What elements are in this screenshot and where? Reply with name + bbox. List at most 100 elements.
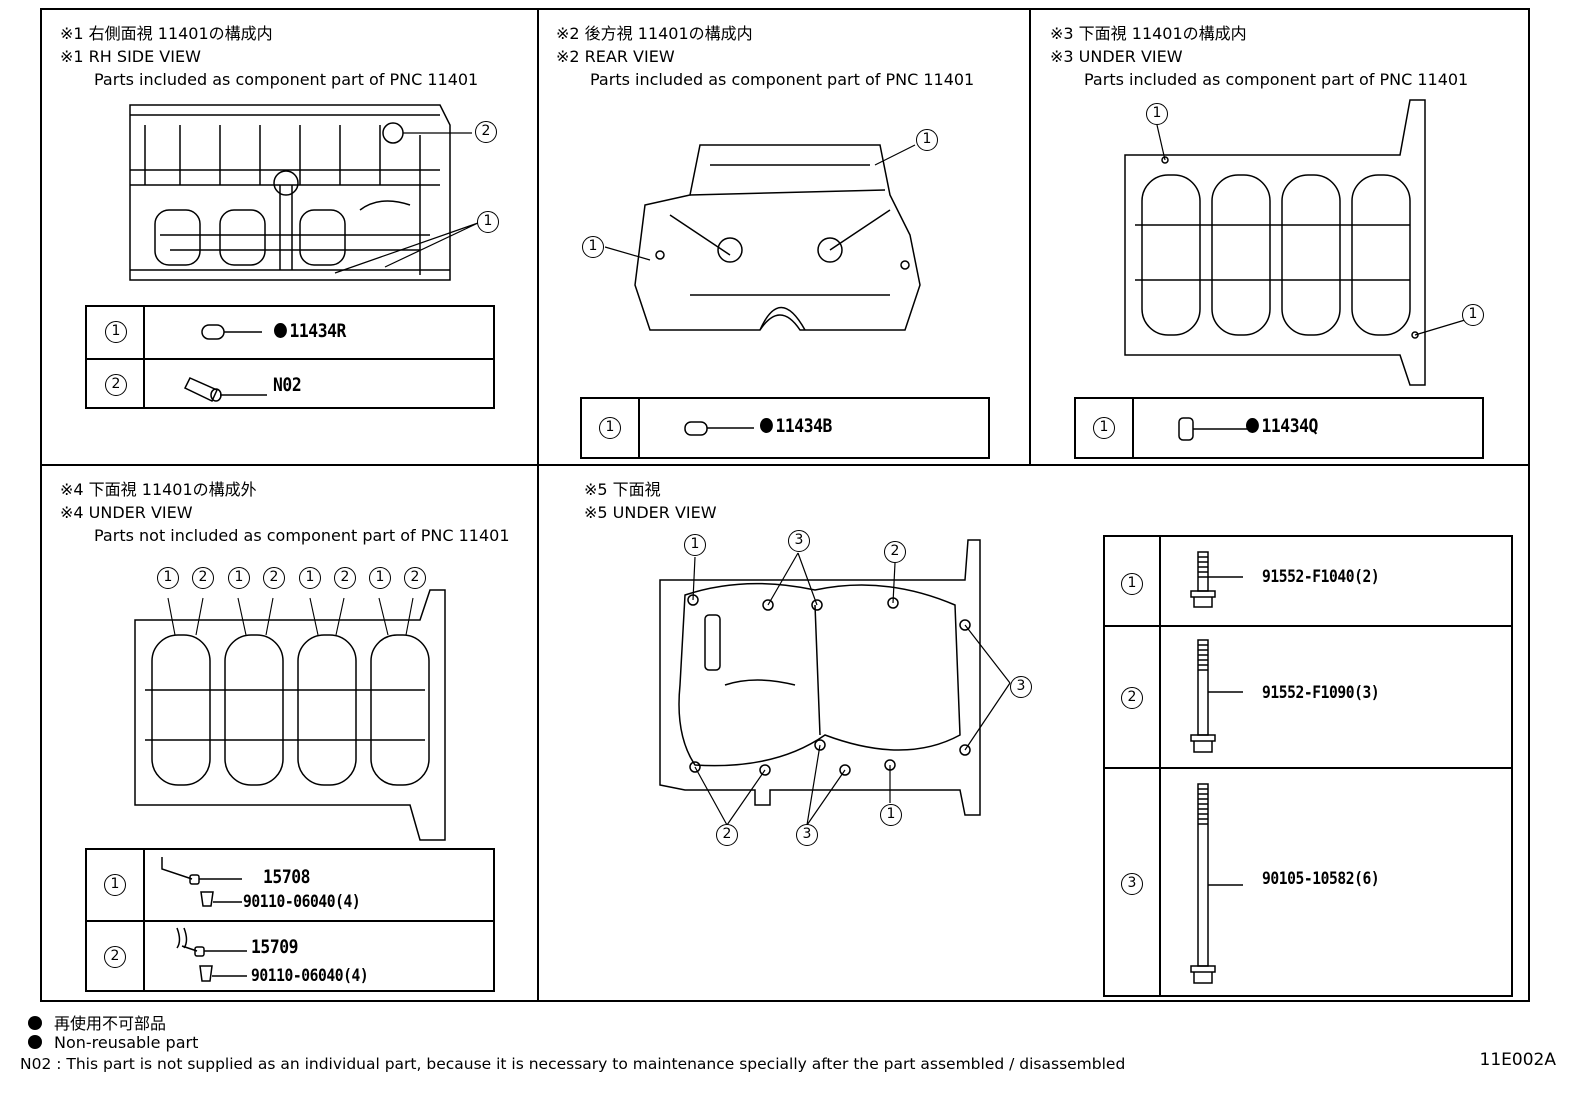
row-number: 1 — [1121, 573, 1143, 595]
p1-callout-2: 2 — [475, 121, 497, 143]
panel5-header: ※5 下面視 ※5 UNDER VIEW — [584, 478, 717, 524]
row-number: 2 — [104, 946, 126, 968]
divider-h1 — [40, 464, 1530, 466]
flange-bolt-icon — [1190, 639, 1243, 753]
row-number: 1 — [104, 874, 126, 896]
p2-callout-1a: 1 — [916, 129, 938, 151]
part-number: 90105-10582(6) — [1262, 869, 1380, 889]
panel3-parts-table: 1 11434Q — [1074, 397, 1484, 459]
under-view-jets-drawing — [134, 589, 446, 841]
part-number: N02 — [273, 374, 302, 396]
p4-callout-2: 2 — [192, 567, 214, 589]
p5-callout-2: 2 — [716, 824, 738, 846]
legend-jp: 再使用不可部品 — [28, 1010, 166, 1034]
panel2-header: ※2 後方視 11401の構成内 ※2 REAR VIEW Parts incl… — [556, 22, 974, 91]
pin-icon — [684, 421, 754, 436]
p3-callout-1a: 1 — [1146, 103, 1168, 125]
p4-callout-2: 2 — [404, 567, 426, 589]
p4-callout-1: 1 — [369, 567, 391, 589]
part-number: 11434Q — [1246, 415, 1318, 437]
rh-side-view-drawing — [129, 104, 479, 281]
p5-callout-2: 2 — [884, 541, 906, 563]
table-row: 1 15708 90110-06040(4) — [87, 850, 493, 920]
panel4-note: Parts not included as component part of … — [94, 526, 510, 545]
panel1-header: ※1 右側面視 11401の構成内 ※1 RH SIDE VIEW Parts … — [60, 22, 478, 91]
panel4-title-en: ※4 UNDER VIEW — [60, 503, 193, 522]
part-number: 91552-F1090(3) — [1262, 683, 1380, 703]
under-view-bolt-layout-drawing — [659, 539, 1011, 826]
pin-icon — [1178, 417, 1248, 441]
panel4-title-jp: ※4 下面視 11401の構成外 — [60, 480, 257, 499]
panel4-header: ※4 下面視 11401の構成外 ※4 UNDER VIEW Parts not… — [60, 478, 510, 547]
legend-en: Non-reusable part — [28, 1033, 198, 1052]
p3-callout-1b: 1 — [1462, 304, 1484, 326]
row-number: 1 — [105, 321, 127, 343]
panel2-parts-table: 1 11434B — [580, 397, 990, 459]
p4-callout-1: 1 — [157, 567, 179, 589]
rear-view-drawing — [604, 144, 921, 331]
panel2-title-en: ※2 REAR VIEW — [556, 47, 675, 66]
flange-bolt-icon — [1190, 551, 1243, 608]
part-number: 91552-F1040(2) — [1262, 567, 1380, 587]
non-reusable-dot — [760, 418, 773, 433]
row-number: 1 — [1093, 417, 1115, 439]
p2-callout-1b: 1 — [582, 236, 604, 258]
p4-callout-2: 2 — [263, 567, 285, 589]
table-row: 2 N02 — [87, 358, 493, 409]
pin-icon — [201, 324, 262, 340]
p4-callout-2: 2 — [334, 567, 356, 589]
non-reusable-dot — [28, 1016, 42, 1030]
diagram-frame — [40, 8, 1530, 1002]
sleeve-icon — [183, 377, 267, 403]
p5-callout-3: 3 — [796, 824, 818, 846]
table-row: 2 15709 90110-06040(4) — [87, 920, 493, 992]
panel2-title-jp: ※2 後方視 11401の構成内 — [556, 24, 753, 43]
panel5-title-jp: ※5 下面視 — [584, 480, 661, 499]
table-row: 1 11434B — [582, 399, 988, 457]
non-reusable-dot — [1246, 418, 1259, 433]
table-row: 1 11434Q — [1076, 399, 1482, 457]
table-row: 2 91552-F1090(3) — [1105, 625, 1511, 767]
bolt-number: 90110-06040(4) — [243, 892, 361, 912]
panel4-parts-table: 1 15708 90110-06040(4) 2 — [85, 848, 495, 992]
flange-bolt-icon — [1190, 783, 1243, 984]
panel1-title-jp: ※1 右側面視 11401の構成内 — [60, 24, 273, 43]
p5-callout-3: 3 — [1010, 676, 1032, 698]
row-number: 2 — [1121, 687, 1143, 709]
p1-callout-1: 1 — [477, 211, 499, 233]
divider-v2 — [1029, 8, 1031, 464]
table-row: 3 90105-10582(6) — [1105, 767, 1511, 997]
under-view-block-drawing — [1124, 99, 1466, 386]
divider-v1 — [537, 8, 539, 1002]
part-number: 11434B — [760, 415, 832, 437]
p4-callout-1: 1 — [228, 567, 250, 589]
row-number: 2 — [105, 374, 127, 396]
panel3-note: Parts included as component part of PNC … — [1084, 70, 1469, 89]
p5-callout-3: 3 — [788, 530, 810, 552]
p5-callout-1: 1 — [684, 534, 706, 556]
panel5-parts-table: 1 91552-F1040(2) 2 91552-F1090(3) — [1103, 535, 1513, 997]
panel5-title-en: ※5 UNDER VIEW — [584, 503, 717, 522]
p5-callout-1: 1 — [880, 804, 902, 826]
non-reusable-dot — [274, 323, 287, 338]
n02-note: N02 : This part is not supplied as an in… — [20, 1055, 1126, 1073]
panel3-title-jp: ※3 下面視 11401の構成内 — [1050, 24, 1247, 43]
panel3-header: ※3 下面視 11401の構成内 ※3 UNDER VIEW Parts inc… — [1050, 22, 1468, 91]
bolt-number: 90110-06040(4) — [251, 966, 369, 986]
panel3-title-en: ※3 UNDER VIEW — [1050, 47, 1183, 66]
oil-jet-icon — [176, 927, 247, 982]
part-number: 15709 — [251, 936, 299, 958]
oil-jet-icon — [161, 857, 242, 907]
p4-callout-1: 1 — [299, 567, 321, 589]
panel1-parts-table: 1 11434R 2 N02 — [85, 305, 495, 409]
table-row: 1 91552-F1040(2) — [1105, 537, 1511, 625]
row-number: 3 — [1121, 873, 1143, 895]
panel1-note: Parts included as component part of PNC … — [94, 70, 479, 89]
panel2-note: Parts included as component part of PNC … — [590, 70, 975, 89]
row-number: 1 — [599, 417, 621, 439]
table-row: 1 11434R — [87, 307, 493, 358]
figure-code: 11E002A — [1479, 1050, 1556, 1070]
non-reusable-dot — [28, 1035, 42, 1049]
panel1-title-en: ※1 RH SIDE VIEW — [60, 47, 201, 66]
part-number: 11434R — [274, 320, 346, 342]
